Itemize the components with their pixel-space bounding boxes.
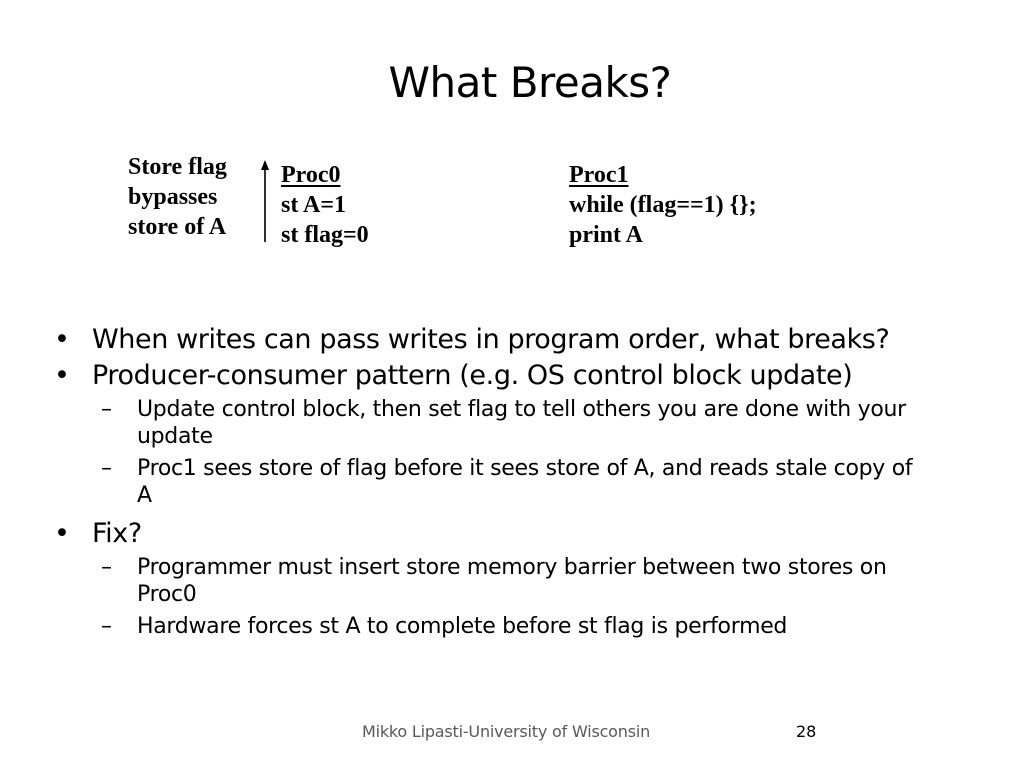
proc1-line: while (flag==1) {}; [569,192,757,218]
proc0-line: st A=1 [281,192,347,218]
bullet-text: Producer-consumer pattern (e.g. OS contr… [92,360,853,391]
slide-title: What Breaks? [388,58,672,107]
proc1-line: print A [569,222,644,248]
bullet-marker: • [54,360,70,391]
dash-marker: – [101,397,112,422]
bullet-item: • When writes can pass writes in program… [54,322,974,358]
sub-bullet-text: Update control block, then set flag to t… [137,397,906,449]
bullet-text: When writes can pass writes in program o… [92,324,890,355]
annotation-line: store of A [128,214,227,240]
bullet-text: Fix? [92,518,142,549]
sub-bullet-item: – Hardware forces st A to complete befor… [54,613,927,640]
up-arrow-icon [261,160,269,242]
proc0-code: Proc0 st A=1 st flag=0 [281,160,369,250]
dash-marker: – [101,614,112,639]
sub-bullet-text: Hardware forces st A to complete before … [137,614,788,639]
bypass-annotation: Store flag bypasses store of A [128,152,227,242]
bullet-item: • Producer-consumer pattern (e.g. OS con… [54,358,974,394]
sub-bullet-item: – Update control block, then set flag to… [54,396,927,450]
proc1-code: Proc1 while (flag==1) {}; print A [569,160,757,250]
dash-marker: – [101,555,112,580]
bullet-item: • Fix? [54,516,974,552]
sub-bullet-item: – Proc1 sees store of flag before it see… [54,455,927,509]
dash-marker: – [101,456,112,481]
sub-bullet-text: Proc1 sees store of flag before it sees … [137,456,913,508]
sub-bullet-item: – Programmer must insert store memory ba… [54,554,927,608]
sub-bullet-text: Programmer must insert store memory barr… [137,555,887,607]
annotation-line: Store flag [128,154,227,180]
bullet-marker: • [54,324,70,355]
proc0-line: st flag=0 [281,222,369,248]
memory-ordering-diagram: Store flag bypasses store of A Proc0 st … [0,0,1024,300]
bullet-list: • When writes can pass writes in program… [54,322,974,640]
proc1-header: Proc1 [569,162,629,188]
footer-text: Mikko Lipasti-University of Wisconsin [362,722,651,741]
bullet-marker: • [54,518,70,549]
proc0-header: Proc0 [281,162,341,188]
annotation-line: bypasses [128,184,218,210]
page-number: 28 [796,722,817,741]
